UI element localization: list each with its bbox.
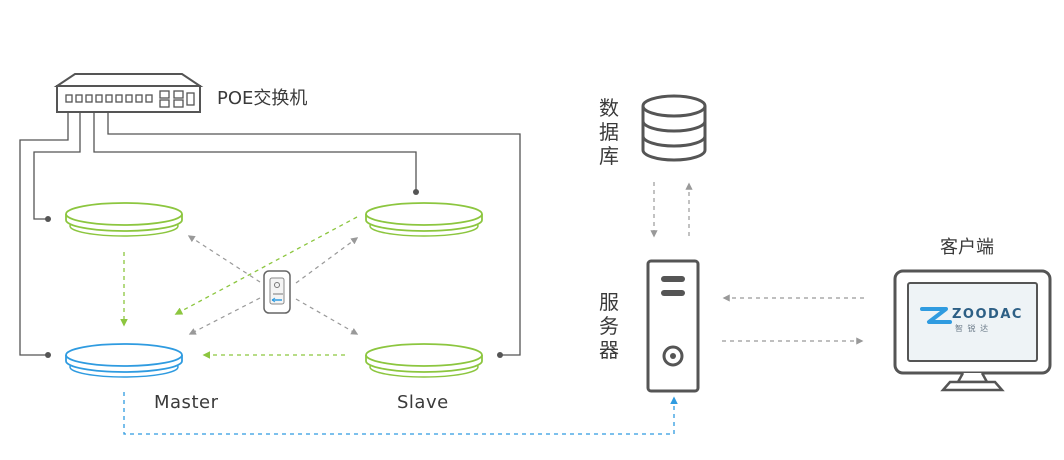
server-label-char: 务 <box>599 314 619 338</box>
logo-text: ZOODAC <box>952 307 1023 322</box>
server-icon <box>646 259 700 393</box>
server-label-char: 服 <box>599 290 619 314</box>
sync-arrows <box>120 216 358 359</box>
slave-label: Slave <box>397 392 449 413</box>
server-client-arrows <box>722 294 864 345</box>
client-monitor-icon <box>893 269 1052 392</box>
poe-switch-label: POE交换机 <box>217 88 308 109</box>
database-label: 数 据 库 <box>597 96 621 168</box>
client-label: 客户端 <box>940 237 994 258</box>
anchor-slave-top-right-icon <box>365 202 483 237</box>
logo-subtext: 智 锐 达 <box>955 324 990 333</box>
tag-device-icon <box>263 270 291 314</box>
anchor-slave-top-left-icon <box>65 202 183 237</box>
zoodac-logo-icon <box>920 307 952 324</box>
anchor-slave-bottom-right-icon <box>365 343 483 378</box>
server-label-char: 器 <box>599 338 619 362</box>
anchor-master-icon <box>65 343 183 378</box>
master-label: Master <box>154 392 219 413</box>
signal-arrows <box>187 235 359 335</box>
cable-endpoint-dots <box>45 189 503 358</box>
database-icon <box>641 94 707 162</box>
server-label: 服 务 器 <box>597 290 621 362</box>
master-server-link <box>123 392 678 435</box>
poe-switch-icon <box>53 73 204 113</box>
database-label-char: 库 <box>599 144 619 168</box>
db-server-arrows <box>650 182 693 238</box>
database-label-char: 数 <box>599 96 619 120</box>
poe-cables <box>19 112 521 356</box>
database-label-char: 据 <box>599 120 619 144</box>
